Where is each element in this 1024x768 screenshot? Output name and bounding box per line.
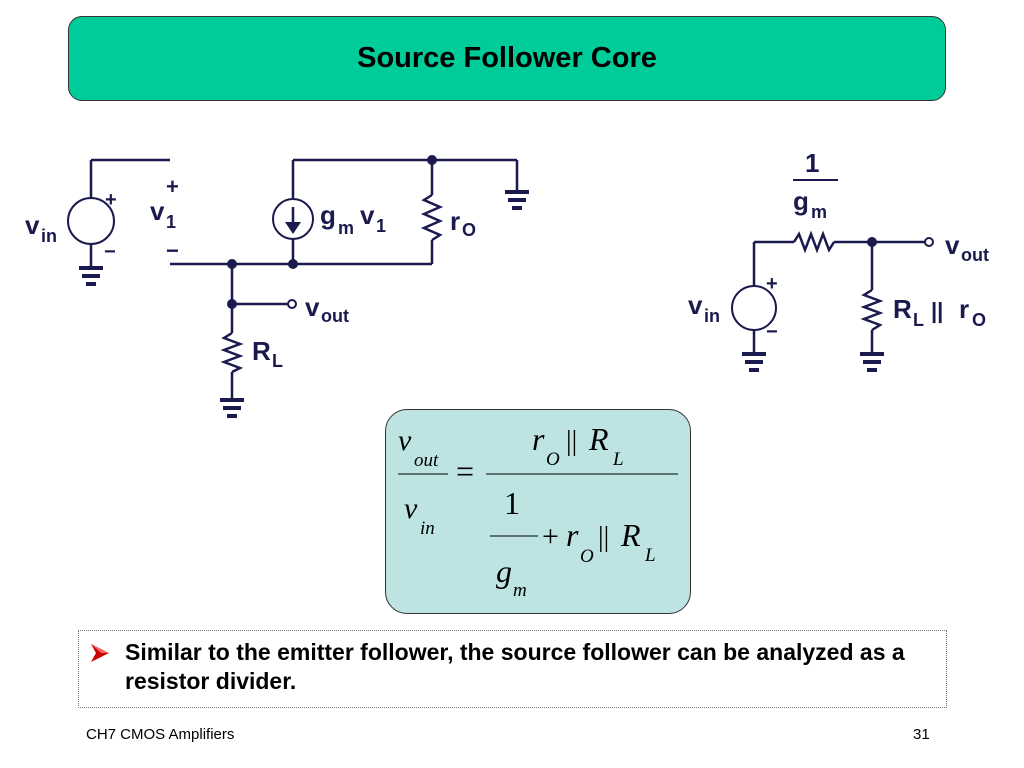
svg-text:O: O bbox=[546, 449, 560, 470]
svg-text:||: || bbox=[566, 426, 577, 457]
v1-minus: − bbox=[166, 238, 179, 263]
title-banner: Source Follower Core bbox=[68, 16, 946, 101]
slide-title: Source Follower Core bbox=[357, 42, 657, 74]
bullet-box: Similar to the emitter follower, the sou… bbox=[78, 630, 947, 708]
svg-text:L: L bbox=[913, 310, 924, 330]
svg-text:1: 1 bbox=[376, 216, 386, 236]
v1-label: v bbox=[150, 196, 165, 226]
svg-text:v: v bbox=[360, 200, 375, 230]
one-over-gm-num: 1 bbox=[805, 148, 819, 178]
svg-text:+: + bbox=[542, 520, 559, 553]
svg-text:||: || bbox=[598, 522, 609, 553]
right-circuit bbox=[731, 179, 925, 372]
left-vin-minus: − bbox=[104, 241, 116, 263]
vin-label-right: v bbox=[688, 290, 703, 320]
vout-label-right: v bbox=[945, 230, 960, 260]
svg-text:L: L bbox=[644, 545, 656, 566]
arrow-bullet-icon bbox=[91, 644, 109, 662]
svg-text:L: L bbox=[612, 449, 624, 470]
eq-vout: v bbox=[398, 424, 412, 457]
svg-text:in: in bbox=[420, 518, 435, 539]
eq-den-one: 1 bbox=[504, 485, 520, 521]
svg-text:L: L bbox=[272, 351, 283, 371]
svg-text:out: out bbox=[961, 245, 989, 265]
svg-text:in: in bbox=[41, 226, 57, 246]
eq-den-g: g bbox=[496, 553, 512, 589]
svg-text:r: r bbox=[566, 517, 579, 553]
v1-plus: + bbox=[166, 174, 179, 199]
svg-text:r: r bbox=[959, 294, 969, 324]
svg-text:O: O bbox=[972, 310, 986, 330]
footer-course: CH7 CMOS Amplifiers bbox=[86, 726, 235, 743]
eq-equals: = bbox=[456, 453, 474, 489]
footer-page-number: 31 bbox=[913, 726, 930, 743]
ro-label-left: r bbox=[450, 206, 460, 236]
left-vin-plus: + bbox=[105, 189, 117, 211]
svg-text:O: O bbox=[580, 546, 594, 567]
svg-text:m: m bbox=[513, 580, 527, 601]
svg-text:m: m bbox=[338, 218, 354, 238]
svg-text:in: in bbox=[704, 306, 720, 326]
left-vin-label: v bbox=[25, 210, 40, 240]
vout-label-left: v bbox=[305, 292, 320, 322]
bullet-text: Similar to the emitter follower, the sou… bbox=[125, 639, 905, 694]
load-label-right: R bbox=[893, 294, 912, 324]
eq-num-r: r bbox=[532, 421, 545, 457]
svg-text:out: out bbox=[414, 450, 439, 471]
equation-box: v out v in = r O || R L 1 g m + r O || R… bbox=[385, 409, 691, 614]
rl-label-left: R bbox=[252, 336, 271, 366]
equation: v out v in = r O || R L 1 g m + r O || R… bbox=[398, 421, 678, 601]
svg-text:R: R bbox=[588, 421, 609, 457]
svg-text:1: 1 bbox=[166, 212, 176, 232]
svg-text:R: R bbox=[620, 517, 641, 553]
svg-text:m: m bbox=[811, 202, 827, 222]
one-over-gm-den: g bbox=[793, 186, 809, 216]
gm-v1-label: g bbox=[320, 200, 336, 230]
svg-text:−: − bbox=[766, 321, 778, 343]
svg-text:out: out bbox=[321, 306, 349, 326]
svg-text:O: O bbox=[462, 220, 476, 240]
left-circuit bbox=[67, 158, 529, 418]
svg-text:+: + bbox=[766, 273, 778, 295]
svg-text:||: || bbox=[931, 298, 943, 323]
eq-vin: v bbox=[404, 492, 418, 525]
